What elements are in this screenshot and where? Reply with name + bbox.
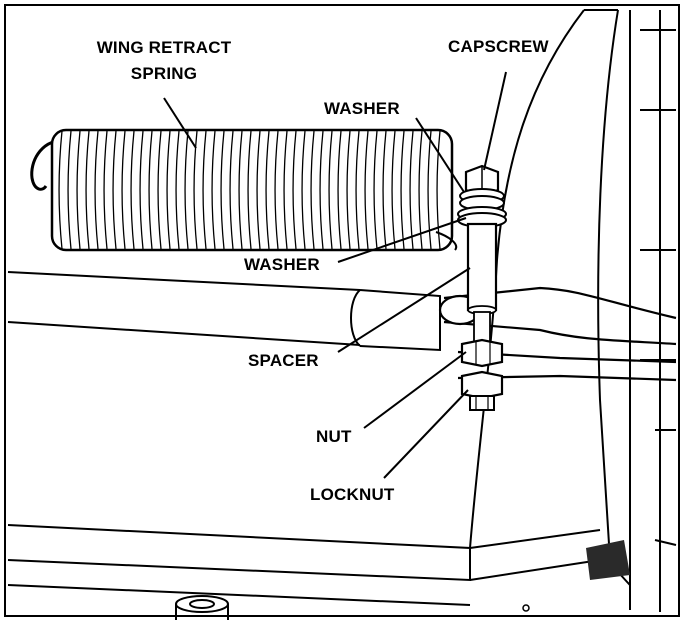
leader-nut	[363, 351, 467, 429]
bolt-shank	[473, 311, 491, 343]
spring-coil	[94, 130, 99, 250]
nut	[460, 338, 504, 368]
spring-coil	[139, 130, 144, 250]
spring-coil	[310, 130, 315, 250]
spring-coil	[400, 130, 405, 250]
label-capscrew: CAPSCREW	[448, 37, 550, 56]
spring-coil	[427, 130, 432, 250]
spring-coil	[256, 130, 261, 250]
spring-coil	[184, 130, 189, 250]
leader-capscrew	[483, 71, 507, 171]
spring-coil	[175, 130, 180, 250]
spring-coil	[283, 130, 288, 250]
leader-lines	[163, 71, 507, 479]
spring-coil	[130, 130, 135, 250]
spring-coil	[337, 130, 342, 250]
leader-washer-bottom	[337, 217, 467, 263]
spring-coil	[274, 130, 279, 250]
leader-wing-retract-spring	[163, 97, 197, 149]
spring-coil	[85, 130, 90, 250]
label-locknut: LOCKNUT	[310, 485, 395, 504]
spring-coil	[193, 130, 198, 250]
spring-hook	[30, 138, 63, 191]
label-washer-bottom: WASHER	[244, 255, 320, 274]
spring-coil	[355, 130, 360, 250]
spring-coil	[265, 130, 270, 250]
tube-endcap	[350, 289, 441, 352]
wing-retract-spring	[30, 128, 458, 252]
locknut	[460, 370, 504, 411]
spring-coil	[319, 130, 324, 250]
leader-spacer	[337, 267, 471, 353]
label-nut: NUT	[316, 427, 352, 446]
spring-coil	[112, 130, 117, 250]
spring-coil	[220, 130, 225, 250]
frame-tube	[7, 271, 601, 606]
base-fitting	[175, 595, 229, 620]
label-washer-top: WASHER	[324, 99, 400, 118]
spring-coil	[418, 130, 423, 250]
spring-coil	[76, 130, 81, 250]
spring-coil	[67, 130, 72, 250]
label-spacer: SPACER	[248, 351, 319, 370]
spring-coil	[103, 130, 108, 250]
spring-coil	[346, 130, 351, 250]
spring-coil	[211, 130, 216, 250]
spring-coil	[58, 130, 63, 250]
spring-coil	[247, 130, 252, 250]
spring-coil	[292, 130, 297, 250]
label-wing-retract-spring: WING RETRACT	[97, 38, 232, 57]
spring-coil	[166, 130, 171, 250]
spring-body	[50, 128, 454, 252]
spring-coil	[238, 130, 243, 250]
label-wing-retract-spring-line2: SPRING	[131, 64, 197, 83]
spacer	[466, 222, 498, 315]
spring-coil	[157, 130, 162, 250]
spring-coil	[202, 130, 207, 250]
spring-coil	[382, 130, 387, 250]
spring-coil	[301, 130, 306, 250]
leader-washer-top	[415, 117, 465, 193]
spring-coil	[373, 130, 378, 250]
support-bracket	[586, 540, 630, 580]
bolt-hole	[522, 604, 530, 612]
leader-locknut	[383, 389, 469, 479]
spring-coil	[391, 130, 396, 250]
spring-coil	[229, 130, 234, 250]
spring-coil	[148, 130, 153, 250]
spring-coil	[121, 130, 126, 250]
spring-coil	[364, 130, 369, 250]
spring-coil	[436, 130, 441, 250]
spring-coil	[328, 130, 333, 250]
